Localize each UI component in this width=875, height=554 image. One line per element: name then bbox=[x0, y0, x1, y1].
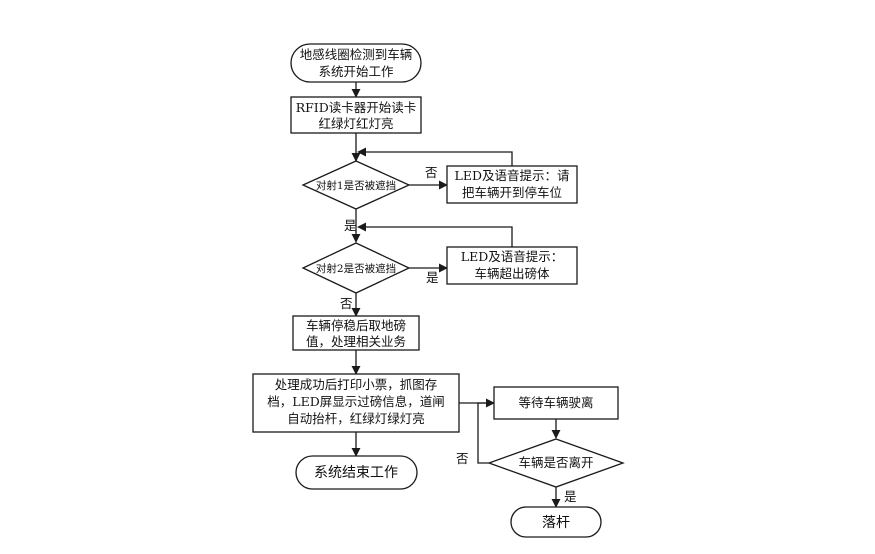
start-line1: 地感线圈检测到车辆 bbox=[300, 47, 413, 62]
prompt2-box bbox=[446, 246, 578, 285]
rfid-process-box bbox=[290, 96, 422, 134]
wait-process-box bbox=[493, 386, 619, 420]
wait-label: 等待车辆驶离 bbox=[518, 395, 593, 410]
node-prompt2: LED及语音提示： 车辆超出磅体 bbox=[446, 246, 578, 285]
leave-yes-label: 是 bbox=[564, 489, 577, 504]
node-drop: 落杆 bbox=[510, 506, 602, 538]
check1-decision bbox=[301, 160, 411, 210]
check2-decision bbox=[301, 242, 411, 294]
weigh-process-box bbox=[292, 315, 420, 351]
node-check-leave: 车辆是否离开 bbox=[487, 438, 625, 488]
prompt1-line1: LED及语音提示：请 bbox=[455, 168, 570, 183]
success-process-box bbox=[252, 373, 460, 433]
connectors bbox=[351, 82, 561, 508]
end-terminator bbox=[295, 455, 418, 490]
start-terminator bbox=[290, 43, 422, 83]
edge-prompt1-loop bbox=[357, 147, 513, 166]
node-check1: 对射1是否被遮挡 bbox=[301, 160, 411, 210]
check-leave-decision bbox=[487, 438, 625, 488]
node-end: 系统结束工作 bbox=[295, 455, 418, 490]
success-line2: 档，LED屏显示过磅信息，道闸 bbox=[267, 394, 444, 409]
prompt1-box bbox=[446, 165, 578, 204]
prompt2-line2: 车辆超出磅体 bbox=[474, 266, 550, 281]
leave-no-label: 否 bbox=[456, 451, 469, 466]
drop-label: 落杆 bbox=[542, 515, 570, 531]
prompt2-line1: LED及语音提示： bbox=[461, 249, 563, 264]
success-line3: 自动抬杆，红绿灯绿灯亮 bbox=[287, 411, 425, 426]
weigh-line2: 值，处理相关业务 bbox=[306, 334, 406, 349]
weigh-line1: 车辆停稳后取地磅 bbox=[306, 318, 406, 333]
prompt1-line2: 把车辆开到停车位 bbox=[462, 185, 562, 200]
check2-label: 对射2是否被遮挡 bbox=[316, 262, 396, 275]
check2-yes-label: 是 bbox=[426, 270, 439, 285]
edge-prompt2-loop bbox=[357, 222, 513, 247]
check1-yes-label: 是 bbox=[344, 218, 357, 233]
node-start: 地感线圈检测到车辆 系统开始工作 bbox=[290, 43, 422, 83]
edge-labels: 否 是 是 否 否 是 bbox=[340, 165, 577, 504]
success-line1: 处理成功后打印小票，抓图存 bbox=[275, 377, 438, 392]
node-prompt1: LED及语音提示：请 把车辆开到停车位 bbox=[446, 165, 578, 204]
edge-leave-no-loop bbox=[477, 402, 494, 464]
check2-no-label: 否 bbox=[340, 296, 353, 311]
check-leave-label: 车辆是否离开 bbox=[518, 455, 593, 470]
rfid-line1: RFID读卡器开始读卡 bbox=[296, 100, 417, 115]
node-success: 处理成功后打印小票，抓图存 档，LED屏显示过磅信息，道闸 自动抬杆，红绿灯绿灯… bbox=[252, 373, 460, 433]
rfid-line2: 红绿灯红灯亮 bbox=[318, 116, 393, 131]
check1-label: 对射1是否被遮挡 bbox=[316, 179, 396, 192]
start-line2: 系统开始工作 bbox=[318, 64, 394, 79]
node-rfid: RFID读卡器开始读卡 红绿灯红灯亮 bbox=[290, 96, 422, 134]
check1-no-label: 否 bbox=[425, 165, 438, 180]
node-check2: 对射2是否被遮挡 bbox=[301, 242, 411, 294]
end-label: 系统结束工作 bbox=[314, 465, 398, 481]
drop-terminator bbox=[510, 506, 602, 538]
node-wait: 等待车辆驶离 bbox=[493, 386, 619, 420]
node-weigh: 车辆停稳后取地磅 值，处理相关业务 bbox=[292, 315, 420, 351]
